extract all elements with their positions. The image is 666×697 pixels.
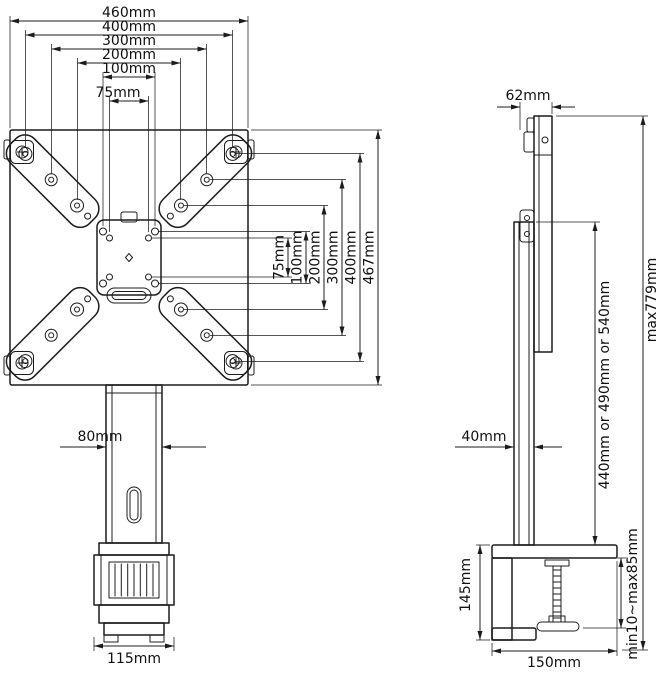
vesa-extension-arm-bottom-left xyxy=(5,286,100,381)
dim-label-width-75: 75mm xyxy=(95,85,140,101)
vesa-extension-arm-top-right xyxy=(158,134,253,229)
support-pole-front xyxy=(105,384,163,544)
plate-side-profile xyxy=(523,115,553,353)
support-pole-side xyxy=(513,209,535,546)
dim-label-height-300: 300mm xyxy=(326,231,342,285)
dim-label-width-460: 460mm xyxy=(102,5,156,21)
dim-label-clamp-depth: 150mm xyxy=(527,655,581,671)
dim-label-width-300: 300mm xyxy=(102,33,156,49)
dim-label-pole-width: 80mm xyxy=(77,429,122,445)
vesa-plate xyxy=(3,129,255,386)
vesa-extension-arm-top-left xyxy=(5,134,100,229)
dim-label-height-100: 100mm xyxy=(290,231,306,285)
dim-label-height-467: 467mm xyxy=(362,231,378,285)
side-view xyxy=(491,115,618,641)
dim-label-pole-heights: 440mm or 490mm or 540mm xyxy=(597,281,613,489)
dim-label-pole-depth: 40mm xyxy=(461,429,506,445)
corner-screw-tabs xyxy=(10,140,248,375)
dim-label-max-height: max779mm xyxy=(644,258,660,343)
dim-label-width-400: 400mm xyxy=(102,19,156,35)
dim-label-height-400: 400mm xyxy=(344,231,360,285)
dim-label-depth-top: 62mm xyxy=(505,88,550,104)
dim-label-clamp-width: 115mm xyxy=(107,651,161,667)
center-vesa-plate xyxy=(96,211,162,304)
dim-label-clamp-height: 145mm xyxy=(458,558,474,612)
dim-label-width-100: 100mm xyxy=(102,61,156,77)
front-view-dimensions: 460mm 400mm 300mm 200mm 100mm 75mm 75mm … xyxy=(9,5,382,667)
vesa-extension-arm-bottom-right xyxy=(158,286,253,381)
front-view xyxy=(3,129,255,643)
side-view-dimensions: 62mm max779mm 440mm or 490mm or 540mm 40… xyxy=(455,88,660,671)
dim-label-desk-thickness-range: min10~max85mm xyxy=(625,528,641,660)
desk-clamp-side xyxy=(491,544,618,641)
desk-clamp-front xyxy=(93,542,175,643)
dim-label-height-200: 200mm xyxy=(308,231,324,285)
dim-label-width-200: 200mm xyxy=(102,47,156,63)
dim-label-height-75: 75mm xyxy=(272,235,288,280)
